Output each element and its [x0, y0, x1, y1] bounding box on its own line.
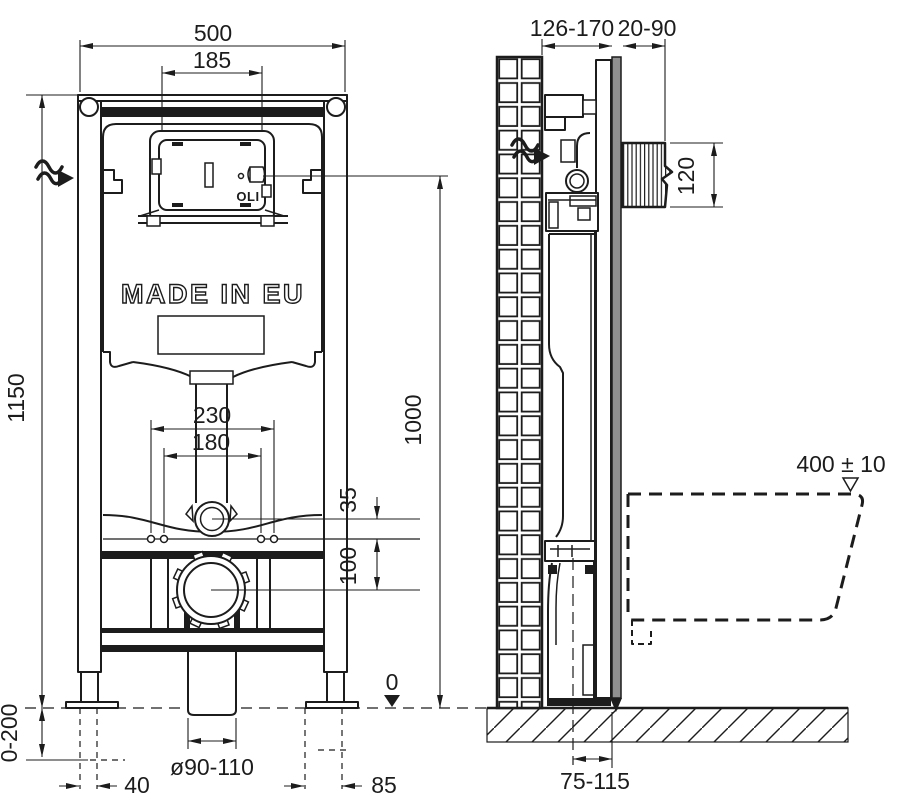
- toilet-fixing-detail: [631, 620, 652, 645]
- left-leg: [80, 671, 99, 703]
- leg-extension-dashed: [79, 708, 348, 789]
- flush-plate: OLI: [151, 139, 272, 211]
- frame-side-member: [595, 59, 612, 699]
- made-in-eu-text: MADE IN EU: [121, 279, 305, 309]
- datum-triangle-icon: [841, 477, 860, 493]
- front-dimensions: 500 185 1150 1000 230 180 35 100: [0, 20, 448, 798]
- fixing-hole: [256, 534, 266, 544]
- fixing-hole: [159, 534, 169, 544]
- toilet-bowl-outline: [626, 492, 864, 645]
- dim-75-115-label: 75-115: [560, 768, 630, 794]
- shaft-lower-bar: [138, 209, 288, 227]
- flush-plate-pin: [237, 172, 245, 180]
- zero-level-marker-icon: [384, 695, 400, 707]
- floor-section: [486, 707, 849, 743]
- frame-top-crossbar: [101, 107, 324, 117]
- dim-400-label: 400 ± 10: [796, 451, 885, 477]
- flush-plate-side: [620, 141, 674, 209]
- cistern-side-bracket-left: [103, 169, 123, 194]
- cistern-lower-recess: [157, 315, 265, 355]
- zero-level-label: 0: [386, 669, 399, 695]
- dim-500-label: 500: [194, 20, 232, 46]
- drain-pipe-outer: [547, 562, 553, 698]
- frame-lower-rail: [101, 628, 324, 633]
- frame-bottom-rail: [101, 645, 324, 652]
- frame-side-foot: [584, 698, 611, 706]
- pipe-clamp: [189, 370, 234, 385]
- drain-assembly: [544, 540, 596, 765]
- dim-126-170-label: 126-170: [530, 15, 614, 41]
- dim-100-label: 100: [335, 547, 361, 585]
- wall-finish-panel: [611, 56, 622, 699]
- dim-180-label: 180: [192, 429, 230, 455]
- cistern-body: [102, 123, 323, 378]
- dim-1000-label: 1000: [400, 394, 426, 445]
- wall-bracket: [544, 94, 597, 131]
- front-view: OLI MADE IN EU: [0, 20, 490, 798]
- mounting-hole-right: [326, 97, 346, 117]
- fixing-hole: [269, 534, 279, 544]
- left-foot-plate: [65, 701, 119, 709]
- oli-logo: OLI: [236, 189, 259, 204]
- dim-1150-label: 1150: [3, 373, 29, 422]
- flush-pipe: [189, 370, 234, 503]
- cistern-side-bracket-right: [302, 169, 322, 194]
- dim-40-label: 40: [124, 772, 150, 798]
- frame-mid-rail: [101, 551, 324, 559]
- dim-20-90-label: 20-90: [618, 15, 677, 41]
- drain-foot: [547, 698, 596, 706]
- inlet-valve-assembly: [545, 132, 599, 232]
- dim-230-label: 230: [193, 402, 231, 428]
- dim-85-label: 85: [371, 772, 397, 798]
- plate-latch-right: [247, 166, 266, 183]
- flush-plate-slot: [204, 162, 214, 188]
- cistern-profile: [548, 230, 596, 545]
- right-leg: [326, 671, 345, 703]
- dim-185-label: 185: [193, 47, 231, 73]
- panel-bottom-tip: [610, 698, 622, 712]
- frame-left-rail: [77, 94, 102, 673]
- fixing-hole: [146, 534, 156, 544]
- dim-35-label: 35: [335, 487, 361, 513]
- plate-latch-knob: [261, 184, 272, 198]
- frame-top-rail: [77, 94, 348, 102]
- dim-120-label: 120: [673, 157, 699, 195]
- threaded-rod: [582, 99, 597, 115]
- right-foot-plate: [305, 701, 359, 709]
- dim-diameter-label: ø90-110: [170, 754, 254, 780]
- tiled-wall-section: [495, 55, 544, 710]
- side-dimensions: 126-170 20-90 120 400 ± 10 75-115: [530, 15, 886, 794]
- waste-pipe: [187, 652, 237, 716]
- mounting-hole-left: [79, 97, 99, 117]
- dim-0-200-label: 0-200: [0, 704, 22, 763]
- side-view: 126-170 20-90 120 400 ± 10 75-115: [486, 15, 886, 794]
- plate-latch-left: [151, 158, 162, 175]
